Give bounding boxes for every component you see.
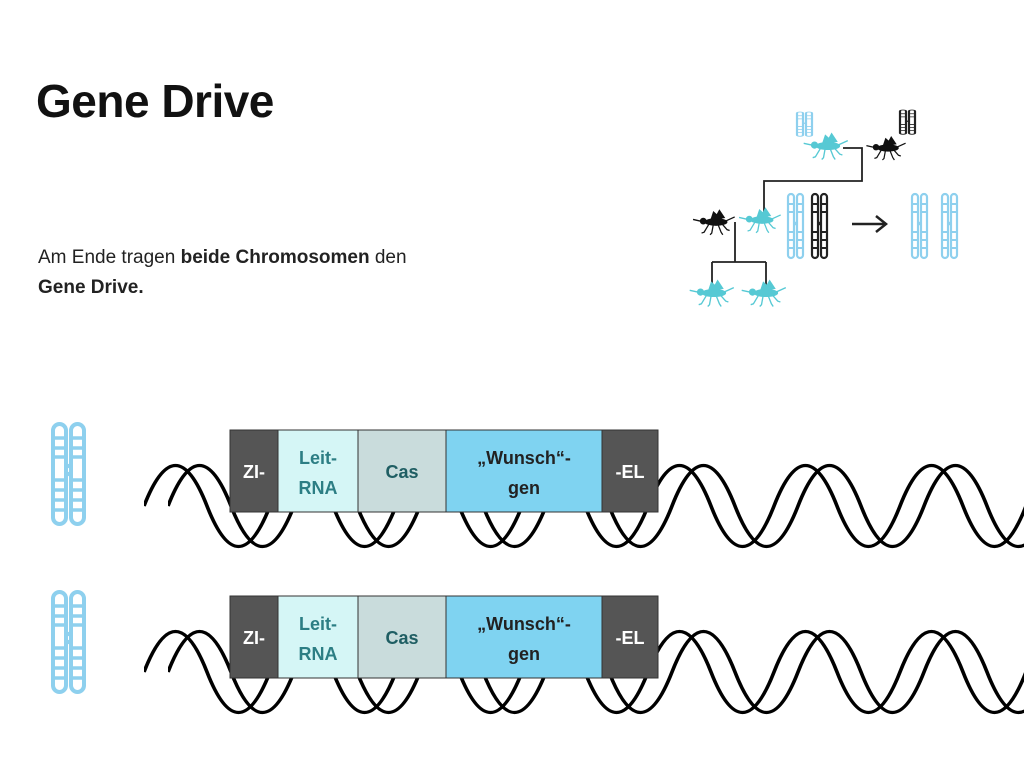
mosquito-icon (688, 279, 735, 308)
segment-wunschgen (445, 429, 603, 513)
subtitle-bold-2: Gene Drive. (38, 277, 144, 298)
segment-leit-rna (277, 595, 359, 679)
segment-zi (229, 595, 279, 679)
segment-zi (229, 429, 279, 513)
mosquito-icon (865, 136, 907, 161)
chromosome-icon (795, 110, 814, 138)
segment-label: Leit- (299, 614, 337, 634)
segment-label: „Wunsch“- (477, 448, 571, 468)
segment-label: ZI- (243, 462, 265, 482)
subtitle-text-1: Am Ende tragen (38, 247, 181, 268)
chromosome-icon (898, 108, 917, 136)
segment-el (601, 595, 659, 679)
segment-label: Cas (385, 462, 418, 482)
segment-label: „Wunsch“- (477, 614, 571, 634)
chromosome-icon (51, 590, 86, 694)
chromosome-icon (940, 192, 959, 260)
segment-label: RNA (299, 478, 338, 498)
segment-label: Leit- (299, 448, 337, 468)
mosquito-icon (692, 209, 736, 236)
chromosome-icon (786, 192, 805, 260)
chromosome-icon (51, 422, 86, 526)
subtitle-bold-1: beide Chromosomen (180, 247, 370, 268)
chromosome-icon (910, 192, 929, 260)
segment-wunschgen (445, 595, 603, 679)
gene-drive-construct-2: ZI- Leit- RNA Cas „Wunsch“- gen -EL (144, 595, 1024, 715)
slide-title: Gene Drive (36, 75, 274, 127)
inheritance-diagram (688, 108, 959, 308)
segment-label: gen (508, 478, 540, 498)
segment-leit-rna (277, 429, 359, 513)
segment-label: gen (508, 644, 540, 664)
segment-label: Cas (385, 628, 418, 648)
segment-label: RNA (299, 644, 338, 664)
gene-drive-construct-1: ZI- Leit- RNA Cas „Wunsch“- gen -EL (144, 429, 1024, 549)
segment-el (601, 429, 659, 513)
slide-subtitle: Am Ende tragen beide Chromosomen den Gen… (38, 243, 558, 303)
arrow-right-icon (852, 215, 889, 233)
segment-label: -EL (616, 462, 645, 482)
chromosome-icon (810, 192, 829, 260)
segment-label: ZI- (243, 628, 265, 648)
mosquito-icon (738, 207, 782, 234)
mosquito-icon (802, 132, 849, 161)
mosquito-icon (740, 279, 787, 308)
subtitle-text-2: den (369, 247, 407, 268)
segment-label: -EL (616, 628, 645, 648)
